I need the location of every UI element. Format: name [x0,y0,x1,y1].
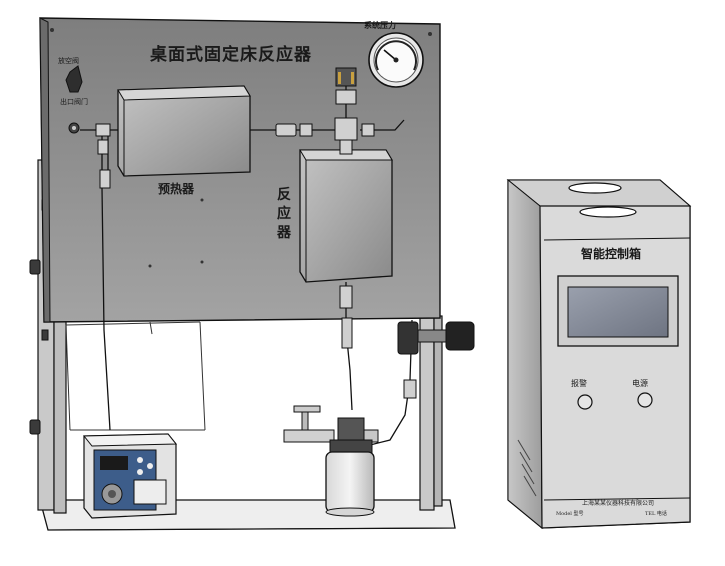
control-box-title: 智能控制箱 [581,247,642,261]
touch-screen[interactable] [557,275,679,347]
outlet-fitting [68,122,80,134]
power-button[interactable] [637,392,653,408]
control-box [506,178,692,530]
thermocouple-plug [335,67,357,87]
vent-valve[interactable] [65,65,83,93]
alarm-button[interactable] [577,394,593,410]
preheater-label: 预热器 [158,182,195,196]
vent-slots [517,439,537,497]
maker-plate: 上海某某仪器科技有限公司 [582,500,655,507]
reactor-label: 反应器 [277,187,291,241]
power-button-label: 电源 [632,379,648,388]
collection-vessel [325,417,375,517]
glass-enclosure [65,321,206,431]
model-plate: Model 型号 [556,511,584,517]
preheater [117,85,251,177]
phone-plate: TEL 电话 [645,511,667,517]
pressure-gauge [368,32,424,88]
back-pressure-valve[interactable] [397,321,475,355]
outlet-valve-label: 出口阀门 [60,98,88,106]
reactor [299,149,393,283]
needle-valve[interactable] [283,405,379,443]
alarm-button-label: 报警 [571,379,587,388]
panel-title: 桌面式固定床反应器 [150,45,312,65]
gauge-label: 系统压力 [364,20,396,30]
fittings [95,89,417,399]
feed-pump [82,433,178,519]
vent-valve-label: 放空阀 [58,57,79,65]
box-top-holes [568,182,637,218]
